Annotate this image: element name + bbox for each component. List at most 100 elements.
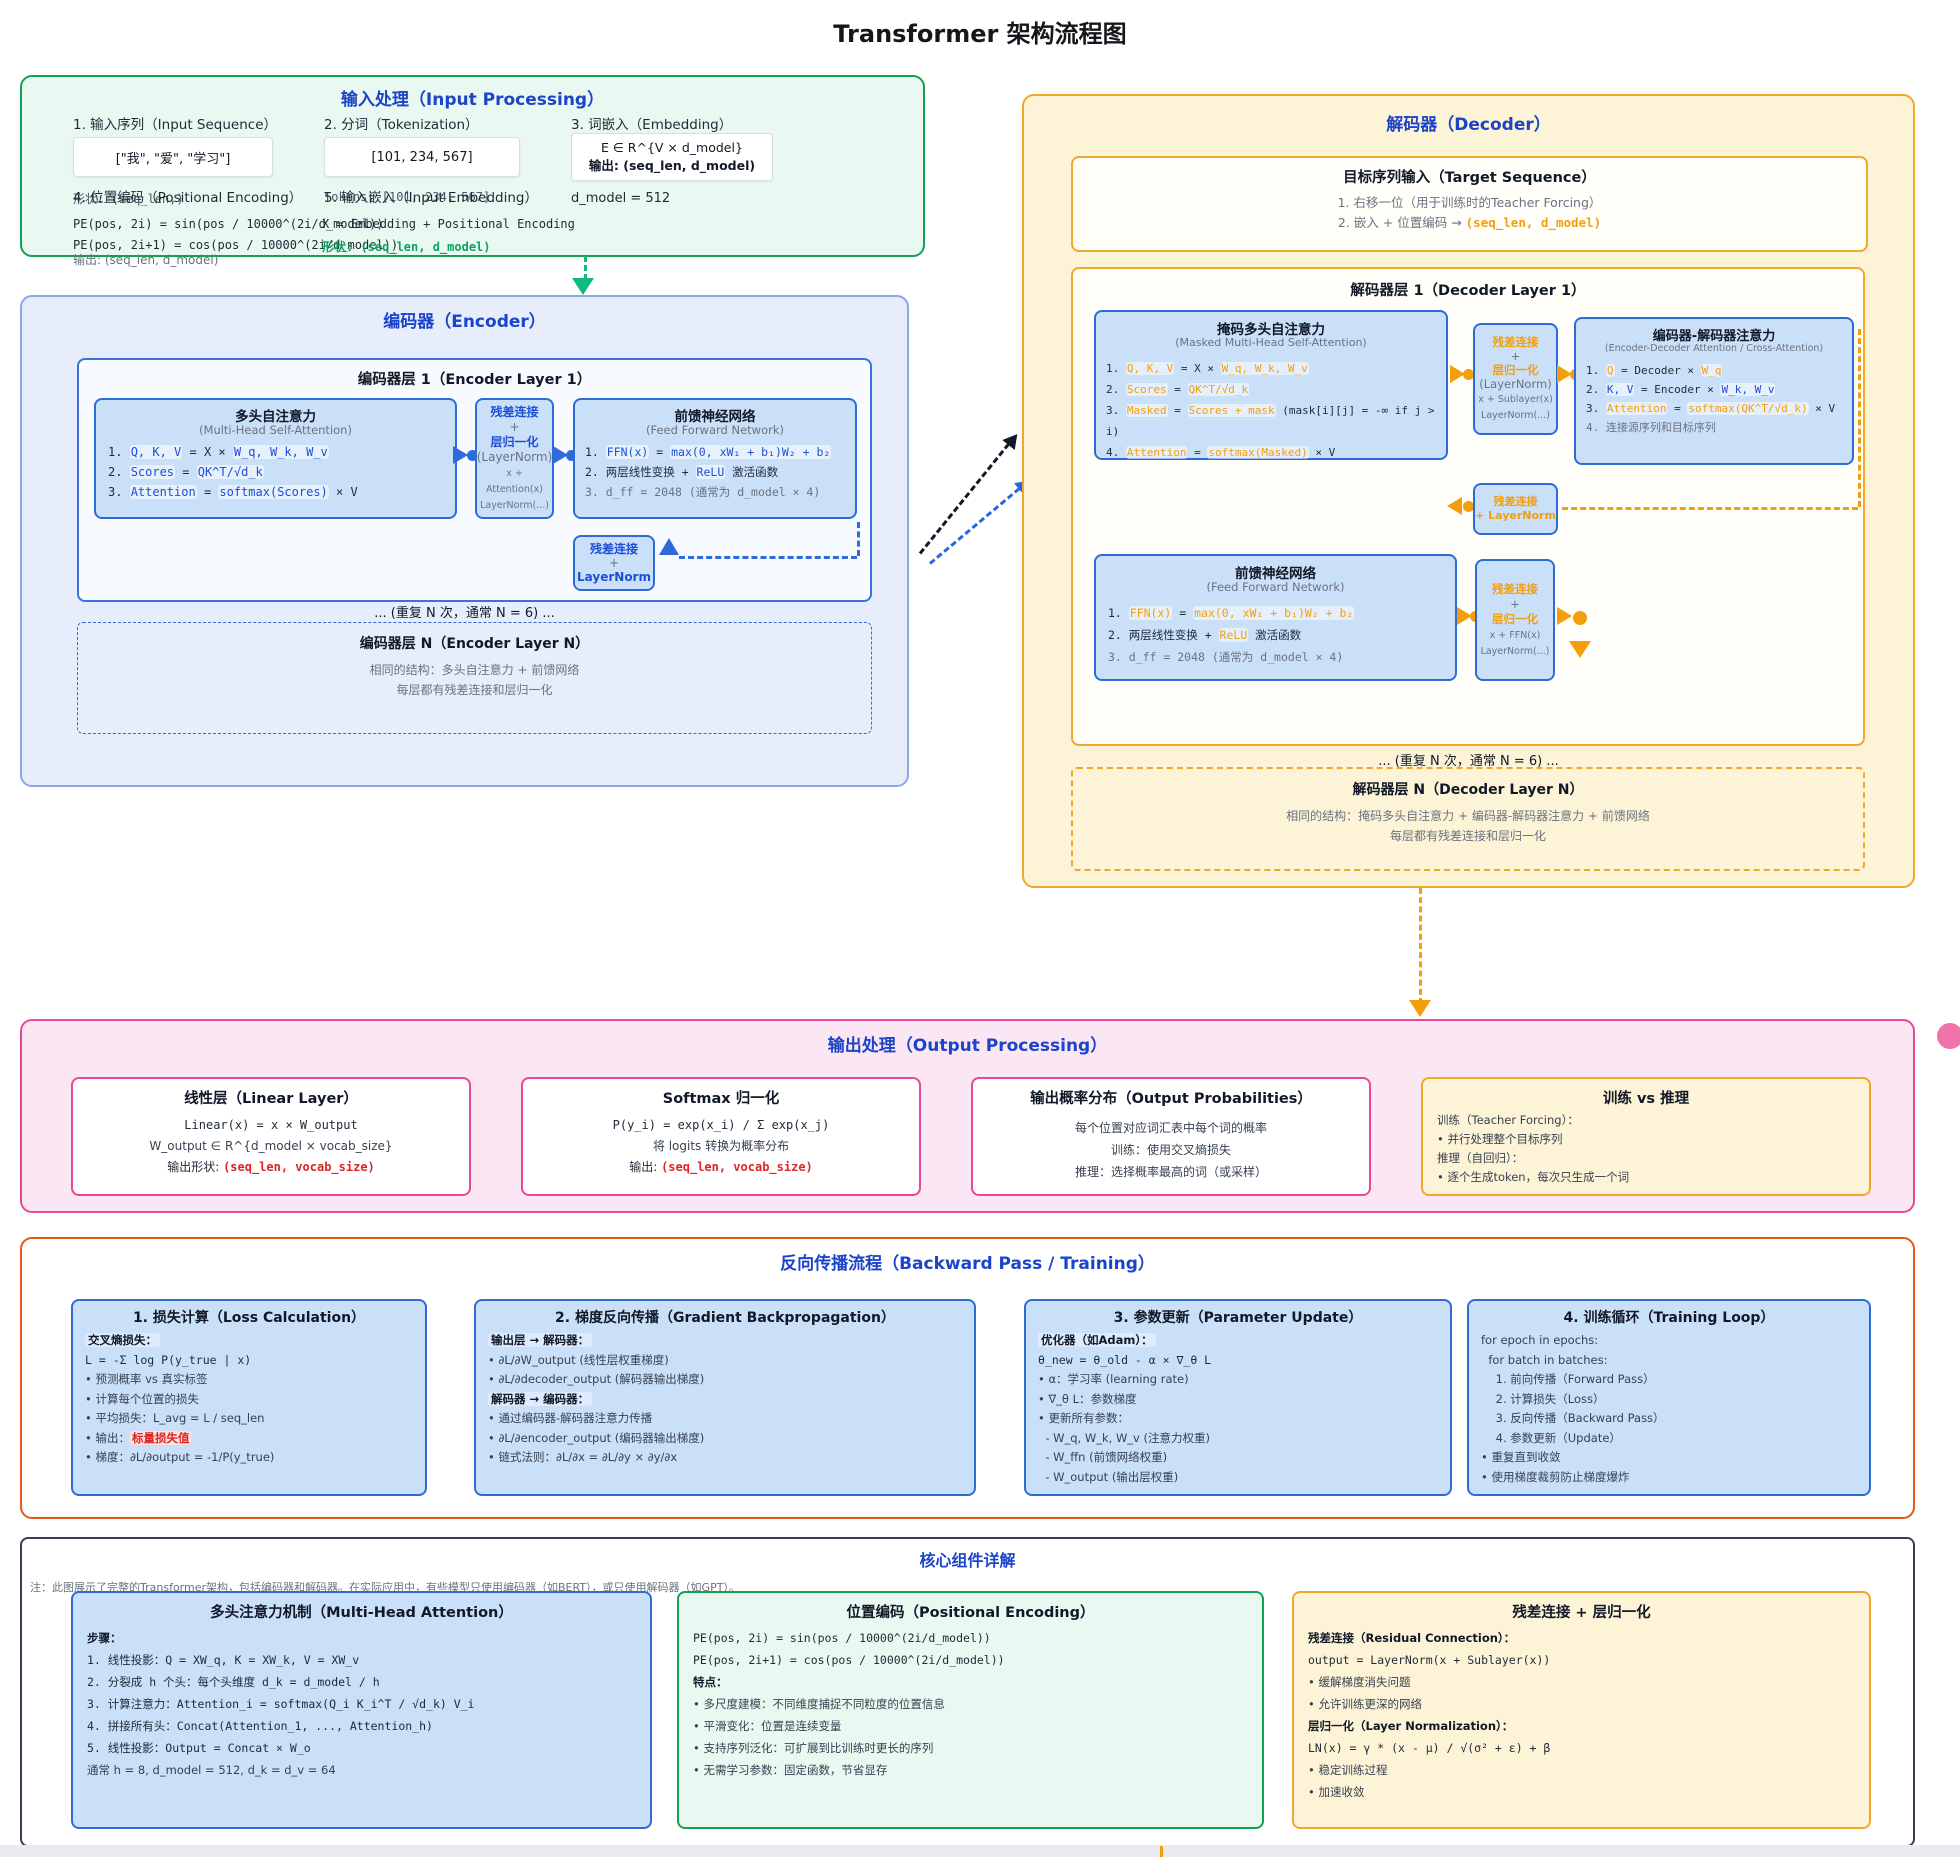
decoder-residual2-box: 残差连接+ LayerNorm — [1473, 483, 1558, 535]
input-sequence-value: ["我", "爱", "学习"] — [73, 137, 273, 177]
text-segment: + — [1510, 349, 1521, 363]
text-segment: 残差连接 — [1493, 495, 1538, 508]
decoder-layer1-title: 解码器层 1（Decoder Layer 1） — [1350, 283, 1586, 299]
text-line: • ∂L/∂decoder_output (解码器输出梯度) — [488, 1370, 704, 1390]
text-segment: • 链式法则：∂L/∂x = ∂L/∂y × ∂y/∂x — [488, 1450, 678, 1464]
text-segment: 4. — [1106, 446, 1126, 459]
text-segment: softmax(Scores) — [218, 485, 329, 499]
cross-attention-subtitle: (Encoder-Decoder Attention / Cross-Atten… — [1604, 343, 1824, 354]
connector-dot-icon — [1463, 501, 1474, 512]
text-segment: LayerNorm(...) — [1481, 410, 1550, 421]
text-segment: = Encoder × — [1634, 383, 1721, 396]
text-segment: output = LayerNorm(x + Sublayer(x)) — [1308, 1653, 1551, 1667]
text-line: 残差连接 — [1481, 582, 1550, 597]
text-segment: 激活函数 — [1248, 628, 1302, 642]
text-line: 2. 分裂成 h 个头：每个头维度 d_k = d_model / h — [87, 1671, 474, 1693]
text-segment: • 梯度：∂L/∂output = -1/P(y_true) — [85, 1450, 275, 1464]
text-segment: • 使用梯度裁剪防止梯度爆炸 — [1481, 1469, 1630, 1484]
text-line: 层归一化 — [1481, 612, 1550, 627]
text-line: 1. 线性投影：Q = XW_q, K = XW_k, V = XW_v — [87, 1649, 474, 1671]
arrowhead-icon — [1002, 429, 1024, 451]
flow-arrow-icon — [1457, 607, 1472, 625]
text-segment: = — [1172, 606, 1194, 620]
text-segment: • ∂L/∂encoder_output (编码器输出梯度) — [488, 1430, 705, 1445]
text-segment: 4. 连接源序列和目标序列 — [1586, 421, 1716, 434]
flow-arrow-icon — [1450, 365, 1465, 383]
text-line: 输出层 → 解码器： — [488, 1331, 704, 1351]
text-segment: (LayerNorm) — [1479, 377, 1552, 391]
text-line: • 允许训练更深的网络 — [1308, 1693, 1550, 1715]
text-line: • 加速收敛 — [1308, 1781, 1550, 1803]
text-segment: = — [1187, 446, 1208, 459]
text-line: • 平均损失：L_avg = L / seq_len — [85, 1409, 274, 1429]
cross-output-dashed-line — [1858, 329, 1861, 507]
down-arrow-icon — [1409, 1000, 1431, 1017]
text-line: 解码器 → 编码器： — [488, 1390, 704, 1410]
bottom-strip — [0, 1845, 1960, 1857]
training-loop-lines: for epoch in epochs: for batch in batche… — [1481, 1331, 1665, 1487]
text-line: • 并行处理整个目标序列 — [1437, 1130, 1629, 1149]
text-line: • 无需学习参数：固定函数，节省显存 — [693, 1759, 1005, 1781]
text-segment: • 稳定训练过程 — [1308, 1763, 1388, 1777]
text-line: 3. Masked = Scores + mask (mask[i][j] = … — [1106, 400, 1446, 442]
text-line: • 逐个生成token，每次只生成一个词 — [1437, 1168, 1629, 1187]
text-line: 推理：选择概率最高的词（或采样） — [973, 1161, 1369, 1183]
text-line: PE(pos, 2i) = sin(pos / 10000^(2i/d_mode… — [693, 1627, 1005, 1649]
text-segment: Q — [1605, 364, 1615, 377]
text-segment: 2. — [1586, 383, 1606, 396]
output-probabilities-lines: 每个位置对应词汇表中每个词的概率训练：使用交叉熵损失推理：选择概率最高的词（或采… — [973, 1117, 1369, 1183]
text-segment: 训练（Teacher Forcing）： — [1437, 1113, 1579, 1127]
loss-calculation-lines: 交叉熵损失：L = -Σ log P(y_true | x)• 预测概率 vs … — [85, 1331, 274, 1468]
text-line: P(y_i) = exp(x_i) / Σ exp(x_j) — [523, 1115, 919, 1136]
residual-layernorm-detail-box: 残差连接 + 层归一化 残差连接（Residual Connection）：ou… — [1292, 1591, 1871, 1829]
text-segment: 将 logits 转换为概率分布 — [652, 1139, 790, 1153]
text-segment: Attention — [1605, 402, 1668, 415]
mha-subtitle: (Multi-Head Self-Attention) — [199, 423, 352, 437]
encoder-section: 编码器（Encoder） 编码器层 1（Encoder Layer 1） 多头自… — [20, 295, 909, 787]
text-segment: Q, K, V — [129, 445, 183, 459]
text-segment: 2. 两层线性变换 + — [1108, 628, 1219, 642]
text-segment: - W_q, W_k, W_v (注意力权重) — [1038, 1430, 1210, 1445]
text-segment: 1. — [108, 445, 130, 459]
text-line: 2. Scores = QK^T/√d_k — [1106, 379, 1446, 400]
text-segment: = — [1167, 404, 1188, 417]
input-processing-section: 输入处理（Input Processing） 1. 输入序列（Input Seq… — [20, 75, 925, 267]
token-ids-value: [101, 234, 567] — [324, 137, 520, 177]
text-segment: 步骤： — [87, 1631, 122, 1645]
text-segment: 残差连接 — [1492, 335, 1539, 349]
text-line: 残差连接 — [577, 542, 651, 556]
text-line: 2. K, V = Encoder × W_k, W_v — [1586, 380, 1835, 399]
text-segment: for batch in batches: — [1481, 1352, 1608, 1367]
text-segment: - W_ffn (前馈网络权重) — [1038, 1450, 1168, 1464]
text-segment: + — [509, 419, 520, 434]
masked-mha-title: 掩码多头自注意力 — [1217, 322, 1325, 338]
text-segment: = — [196, 485, 219, 499]
encoder-mha-box: 多头自注意力 (Multi-Head Self-Attention) 1. Q,… — [94, 398, 457, 519]
core-components-title: 核心组件详解 — [919, 1551, 1016, 1570]
text-segment: • 重复直到收敛 — [1481, 1450, 1561, 1464]
text-line: + — [577, 556, 651, 570]
text-line: 3. d_ff = 2048 (通常为 d_model × 4) — [585, 482, 831, 502]
text-segment: L = -Σ log P(y_true | x) — [85, 1352, 252, 1367]
text-segment: × V — [1808, 402, 1836, 415]
x-embedding-formula: X = Embedding + Positional Encoding — [322, 217, 575, 231]
text-segment: × V — [1308, 446, 1336, 459]
text-line: 1. 前向传播（Forward Pass） — [1481, 1370, 1665, 1390]
text-line: 4. 拼接所有头：Concat(Attention_1, ..., Attent… — [87, 1715, 474, 1737]
text-segment: 5. 线性投影：Output = Concat × W_o — [87, 1741, 311, 1755]
text-segment: FFN(x) — [1128, 606, 1173, 620]
text-line: • 计算每个位置的损失 — [85, 1390, 274, 1410]
text-line: 2. 两层线性变换 + ReLU 激活函数 — [1108, 624, 1354, 646]
target-line1: 1. 右移一位（用于训练时的Teacher Forcing） — [1337, 195, 1602, 210]
flow-arrow-icon — [1557, 365, 1572, 383]
text-segment: 4. 拼接所有头：Concat(Attention_1, ..., Attent… — [87, 1719, 433, 1733]
text-segment: 通常 h = 8, d_model = 512, d_k = d_v = 64 — [87, 1763, 336, 1777]
text-segment: • 并行处理整个目标序列 — [1437, 1132, 1563, 1146]
text-segment: 输出: — [629, 1160, 662, 1174]
text-line: (LayerNorm) — [1478, 377, 1553, 391]
output-processing-section: 输出处理（Output Processing） 线性层（Linear Layer… — [20, 1019, 1915, 1213]
text-line: + — [477, 420, 553, 435]
shape-green-note: 形状: (seq_len, d_model) — [322, 240, 491, 254]
text-segment: × V — [328, 485, 358, 499]
